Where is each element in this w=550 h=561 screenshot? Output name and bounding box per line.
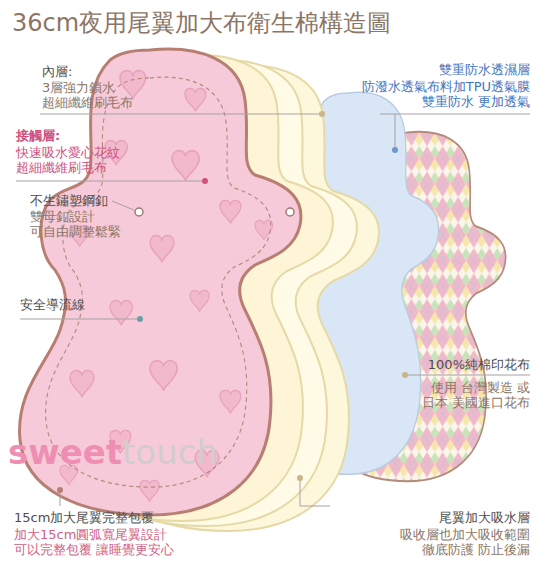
callout-heading: 尾翼加大吸水層 <box>439 510 530 525</box>
watermark: sweet <box>8 432 122 472</box>
callout-heading: 15cm加大尾翼完整包覆 <box>14 510 154 525</box>
diagram-title: 36cm夜用尾翼加大布衛生棉構造圖 <box>12 8 391 38</box>
watermark: touch <box>122 432 218 472</box>
callout-text: 3層強力鎖水 超細纖維刷毛布 <box>42 80 142 110</box>
callout-heading: 安全導流線 <box>20 297 85 312</box>
callout-heading: 接觸層: <box>16 128 60 143</box>
callout-text: 快速吸水愛心花紋 超細纖維刷毛布 <box>16 145 128 175</box>
callout-heading: 雙重防水透濕層 <box>439 62 530 77</box>
callout-heading: 100%純棉印花布 <box>428 357 530 372</box>
callout-text: 雙母釦設計 可自由調整鬆緊 <box>30 209 118 239</box>
callout-text: 使用 台灣製造 或 日本 美國進口花布 <box>416 380 530 410</box>
callout-heading: 內層: <box>42 64 72 79</box>
callout-text: 加大15cm圓弧寬尾翼設計 可以完整包覆 讓睡覺更安心 <box>14 527 190 557</box>
callout-text: 吸收層也加大吸收範圍 徹底防護 防止後漏 <box>390 527 530 557</box>
callout-heading: 不生鏽塑鋼釦 <box>30 193 108 208</box>
callout-text: 防潑水透氣布料加TPU透氣膜 雙重防水 更加透氣 <box>352 79 530 109</box>
